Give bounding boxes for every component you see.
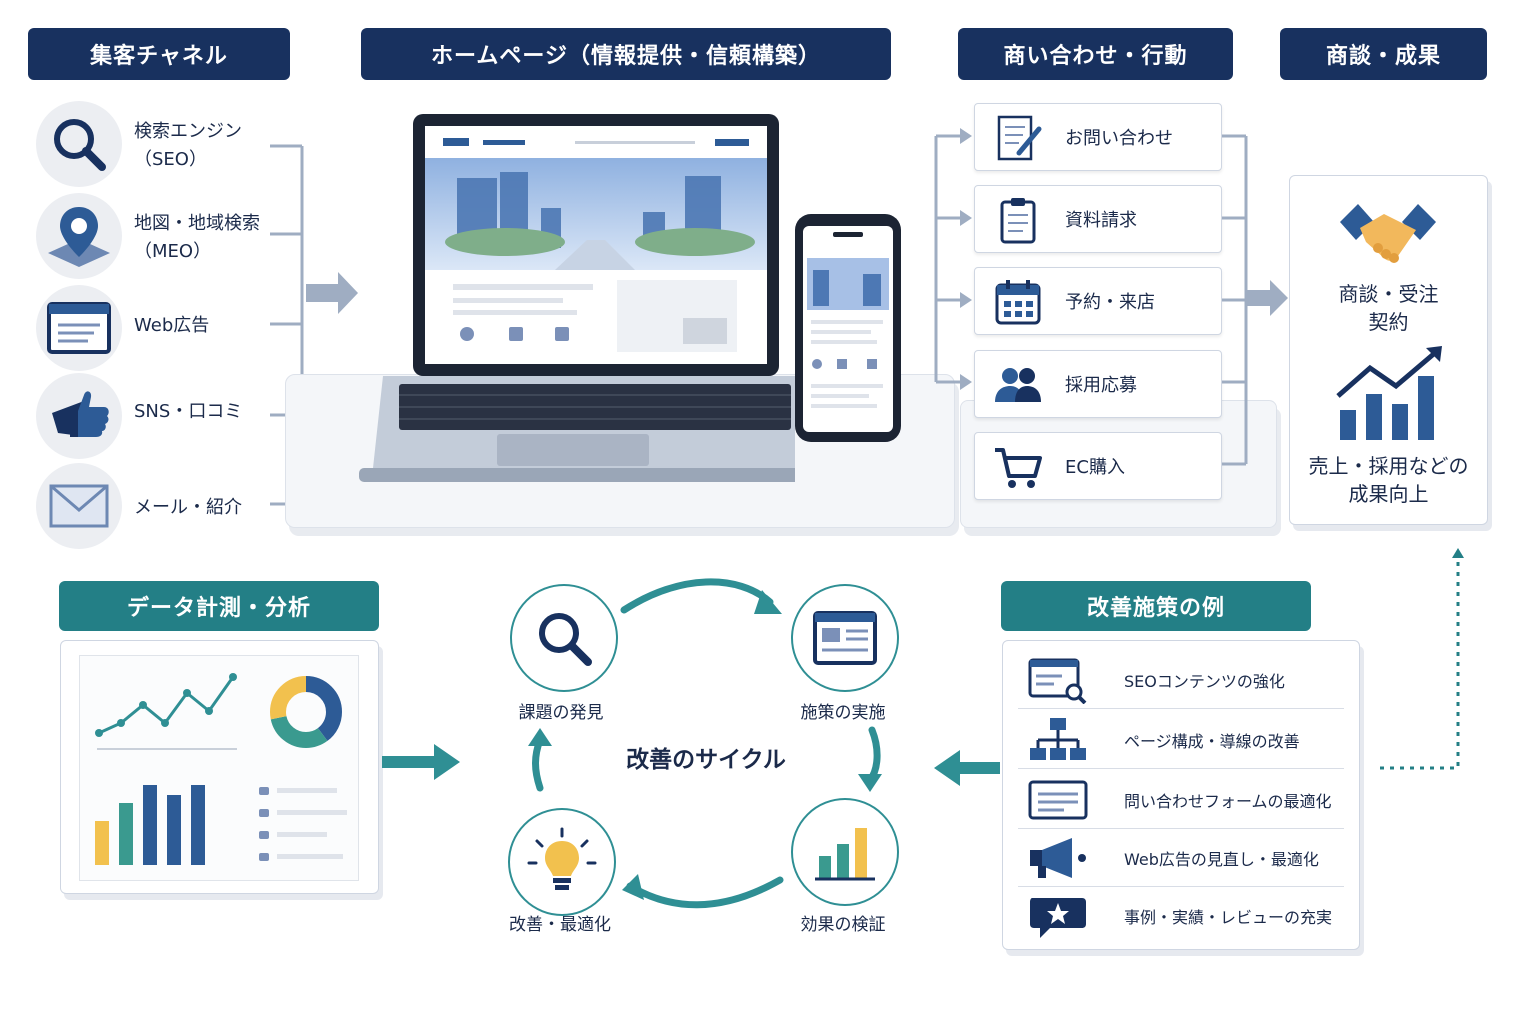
- results-bracket-arrow: [1222, 134, 1288, 466]
- outcome-line2: 成果向上: [1348, 482, 1429, 506]
- action-document-request-label: 資料請求: [1065, 210, 1137, 231]
- megaphone-icon: [1030, 838, 1086, 878]
- star-chat-icon: [1030, 898, 1086, 938]
- map-pin-icon: [48, 207, 110, 267]
- search-icon: [539, 613, 592, 666]
- browser-window-icon: [813, 611, 877, 665]
- action-inquiry-label: お問い合わせ: [1065, 128, 1173, 149]
- action-reservation-label: 予約・来店: [1065, 292, 1155, 313]
- channel-seo-line2: （SEO）: [134, 149, 207, 170]
- form-icon: [1028, 780, 1088, 820]
- header-homepage: ホームページ（情報提供・信頼構築）: [361, 28, 891, 80]
- channel-seo-label: 検索エンジン （SEO）: [134, 118, 242, 174]
- improvement-structure: ページ構成・導線の改善: [1018, 712, 1344, 769]
- cycle-step-execute-label: 施策の実施: [800, 703, 886, 723]
- action-branch-arrows: [934, 128, 972, 390]
- channel-meo-label: 地図・地域検索 （MEO）: [134, 210, 260, 266]
- cycle-step-discover-label: 課題の発見: [518, 703, 604, 723]
- sitemap-icon: [1030, 718, 1086, 760]
- people-icon: [995, 368, 1041, 402]
- smartphone-illustration: [795, 214, 901, 442]
- envelope-icon: [49, 484, 109, 528]
- bar-chart-icon: [95, 785, 205, 865]
- cycle-step-execute: [791, 584, 899, 692]
- cycle-step-optimize-label: 改善・最適化: [509, 915, 611, 935]
- channel-meo-line1: 地図・地域検索: [134, 213, 260, 234]
- action-job-application[interactable]: 採用応募: [974, 350, 1222, 418]
- improvement-form: 問い合わせフォームの最適化: [1018, 772, 1344, 829]
- action-inquiry[interactable]: お問い合わせ: [974, 103, 1222, 171]
- header-inquiry: 商い合わせ・行動: [958, 28, 1233, 80]
- cycle-step-verify: [791, 798, 899, 906]
- channel-seo-icon-circle: [36, 101, 122, 187]
- deal-label: 商談・受注 契約: [1290, 280, 1487, 336]
- channel-seo-line1: 検索エンジン: [134, 121, 242, 142]
- cycle-step-verify-label: 効果の検証: [800, 915, 886, 935]
- improvement-seo: SEOコンテンツの強化: [1018, 652, 1344, 709]
- line-chart-icon: [95, 673, 237, 750]
- improvement-ads: Web広告の見直し・最適化: [1018, 830, 1344, 887]
- action-ec-purchase-label: EC購入: [1065, 457, 1125, 478]
- header-channels: 集客チャネル: [28, 28, 290, 80]
- outcome-label: 売上・採用などの 成果向上: [1290, 452, 1487, 508]
- analysis-panel: [60, 640, 379, 894]
- header-results: 商談・成果: [1280, 28, 1487, 80]
- action-reservation[interactable]: 予約・来店: [974, 267, 1222, 335]
- lightbulb-icon: [527, 827, 597, 890]
- channel-mail-icon-circle: [36, 463, 122, 549]
- cycle-arrows: [528, 578, 882, 909]
- channel-sns-label: SNS・口コミ: [134, 401, 243, 422]
- improvement-seo-label: SEOコンテンツの強化: [1124, 672, 1285, 691]
- cycle-step-optimize: [508, 808, 616, 916]
- improvement-structure-label: ページ構成・導線の改善: [1124, 732, 1300, 751]
- deal-line1: 商談・受注: [1338, 282, 1439, 306]
- donut-chart-icon: [270, 676, 342, 748]
- deal-line2: 契約: [1368, 310, 1409, 334]
- channel-ads-icon-circle: [36, 285, 122, 371]
- improvement-reviews-label: 事例・実績・レビューの充実: [1124, 908, 1333, 927]
- outcome-line1: 売上・採用などの: [1308, 454, 1469, 478]
- channel-meo-icon-circle: [36, 193, 122, 279]
- bar-chart-icon: [815, 828, 875, 881]
- browser-window-icon: [47, 302, 111, 354]
- improvement-form-label: 問い合わせフォームの最適化: [1124, 792, 1332, 811]
- clipboard-icon: [1000, 198, 1036, 244]
- improvement-ads-label: Web広告の見直し・最適化: [1124, 850, 1319, 869]
- action-document-request[interactable]: 資料請求: [974, 185, 1222, 253]
- action-job-application-label: 採用応募: [1065, 375, 1137, 396]
- channel-meo-line2: （MEO）: [134, 241, 212, 262]
- analysis-to-cycle-arrow: [382, 744, 460, 780]
- header-improvement: 改善施策の例: [1001, 581, 1311, 631]
- cart-icon: [995, 448, 1042, 488]
- improvement-to-cycle-arrow: [934, 750, 1000, 786]
- thumbs-up-icon: [52, 391, 109, 437]
- channel-sns-icon-circle: [36, 373, 122, 459]
- channel-ads-label: Web広告: [134, 315, 210, 336]
- channel-mail-label: メール・紹介: [134, 497, 242, 518]
- header-analysis: データ計測・分析: [59, 581, 379, 631]
- search-icon: [54, 119, 106, 171]
- list-report-icon: [259, 787, 347, 861]
- content-search-icon: [1028, 658, 1087, 704]
- action-ec-purchase[interactable]: EC購入: [974, 432, 1222, 500]
- improvement-reviews: 事例・実績・レビューの充実: [1018, 888, 1344, 944]
- laptop-illustration: [359, 114, 795, 482]
- feedback-dotted-arrow: [1380, 548, 1464, 770]
- calendar-icon: [995, 280, 1041, 325]
- handshake-icon: [1340, 204, 1436, 263]
- growth-chart-icon: [1336, 346, 1442, 440]
- document-pen-icon: [997, 115, 1042, 161]
- results-panel: 商談・受注 契約 売上・採用などの 成果向上: [1289, 175, 1488, 525]
- cycle-step-discover: [510, 584, 618, 692]
- cycle-title: 改善のサイクル: [626, 747, 786, 773]
